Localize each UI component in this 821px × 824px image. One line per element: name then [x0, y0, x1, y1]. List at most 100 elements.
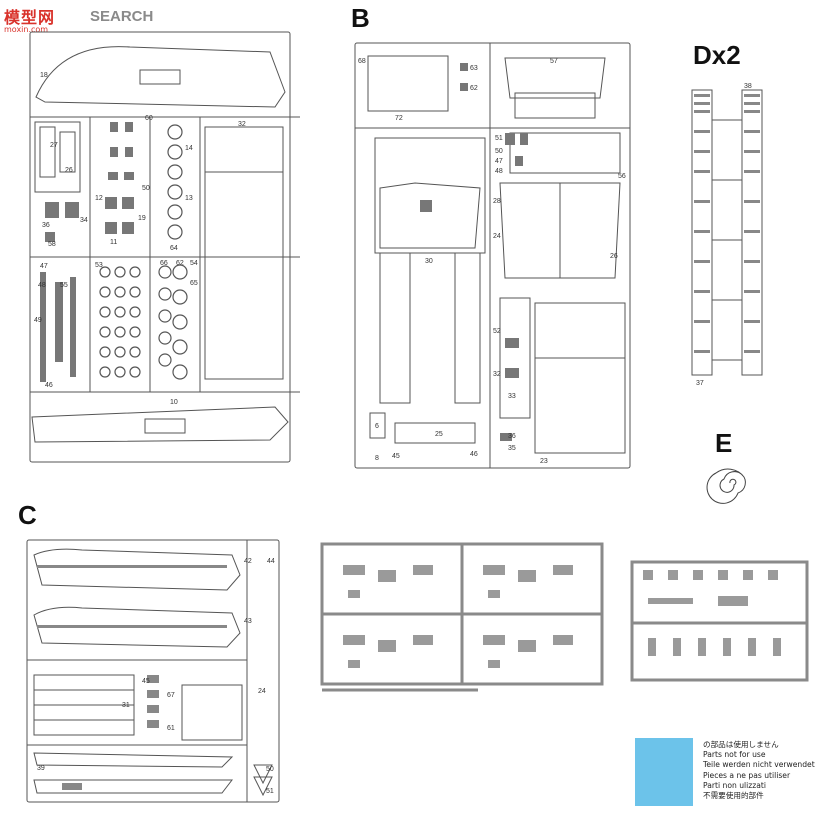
- part-number: 56: [618, 173, 626, 180]
- part-frame-26: [34, 121, 81, 193]
- part-number: 28: [493, 198, 501, 205]
- part-number: 34: [80, 217, 88, 224]
- unused-sprue-large: [320, 542, 604, 692]
- legend-line-en: Parts not for use: [703, 750, 766, 760]
- part-number: 43: [244, 618, 252, 625]
- part-number: 32: [238, 121, 246, 128]
- part-number: 31: [122, 702, 130, 709]
- road-wheels: [99, 124, 188, 380]
- sprue-a-diagram: 18 27 26 34 36 58 47 48 49 55 46 10 32 1…: [29, 31, 300, 463]
- legend-line-de: Teile werden nicht verwendet: [703, 760, 815, 770]
- watermark-text: SEARCH: [90, 8, 154, 25]
- part-number: 27: [50, 142, 58, 149]
- large-plate-32: [204, 126, 284, 380]
- legend-line-fr: Pieces a ne pas utiliser: [703, 770, 791, 780]
- part-number: 30: [425, 258, 433, 265]
- sprue-c-label: C: [18, 500, 37, 530]
- part-number: 10: [170, 399, 178, 406]
- part-number: 49: [34, 317, 42, 324]
- part-number: 50: [266, 766, 274, 773]
- sprue-a-frame: [29, 31, 291, 463]
- part-28-26: [499, 182, 621, 279]
- part-number: 36: [42, 222, 50, 229]
- part-25: [394, 422, 476, 444]
- part-number: 67: [167, 692, 175, 699]
- unused-sprue-small-frame: [630, 560, 809, 682]
- part-number: 13: [185, 195, 193, 202]
- part-number: 63: [470, 65, 478, 72]
- turret-part-24: [374, 137, 486, 254]
- part-number: 8: [375, 455, 379, 462]
- part-number: 55: [60, 282, 68, 289]
- sprue-b-diagram: 68 63 62 72 57 51 50 47 48 56 30 28 24 2…: [354, 42, 631, 469]
- unused-parts-swatch: [635, 738, 693, 806]
- track-run-right: [741, 89, 763, 376]
- part-number: 14: [185, 145, 193, 152]
- part-number: 44: [267, 558, 275, 565]
- part-number: 33: [508, 393, 516, 400]
- part-number: 35: [508, 445, 516, 452]
- part-57: [504, 57, 606, 99]
- sprue-d-diagram: 38 37: [691, 83, 763, 387]
- part-number: 46: [470, 451, 478, 458]
- part-number: 53: [95, 262, 103, 269]
- part-number: 72: [395, 115, 403, 122]
- plate-23: [534, 302, 626, 454]
- part-number: 46: [45, 382, 53, 389]
- part-number: 48: [38, 282, 46, 289]
- hull-side-part: [35, 46, 286, 108]
- part-56-sheet: [509, 132, 621, 174]
- part-number: 51: [266, 788, 274, 795]
- part-24: [181, 684, 243, 741]
- part-number: 36: [508, 433, 516, 440]
- part-number: 50: [495, 148, 503, 155]
- part-number: 26: [610, 253, 618, 260]
- legend-line-jp: の部品は使用しません: [703, 740, 779, 749]
- part-68-frame: [367, 55, 449, 112]
- part-number: 52: [493, 328, 501, 335]
- sprue-c-diagram: 42 43 44 45 67 61 24 31 39 50 51: [26, 539, 280, 803]
- sprue-d-label: Dx2: [693, 40, 741, 70]
- part-number: 65: [190, 280, 198, 287]
- hull-bottom-part: [31, 406, 289, 443]
- part-number: 45: [392, 453, 400, 460]
- watermark-url: moxin.com: [4, 25, 49, 34]
- part-number: 39: [37, 765, 45, 772]
- part-number: 60: [145, 115, 153, 122]
- part-number: 45: [142, 678, 150, 685]
- part-number: 19: [138, 215, 146, 222]
- part-number: 62: [470, 85, 478, 92]
- part-number: 11: [110, 239, 117, 246]
- watermark-logo: 模型网: [4, 8, 56, 27]
- watermark: 模型网 SEARCH moxin.com: [4, 4, 164, 34]
- part-number: 54: [190, 260, 198, 267]
- part-number: 18: [40, 72, 48, 79]
- part-number: 68: [358, 58, 366, 65]
- part-number: 47: [40, 263, 48, 270]
- part-number: 38: [744, 83, 752, 90]
- unused-sprue-small: [630, 560, 809, 682]
- part-50: [253, 764, 273, 785]
- part-number: 25: [435, 431, 443, 438]
- part-number: 37: [696, 380, 704, 387]
- part-number: 12: [95, 195, 103, 202]
- sprue-e-label: E: [715, 428, 733, 458]
- part-52: [499, 297, 531, 419]
- part-number: 48: [495, 168, 503, 175]
- side-skirt-lower: [33, 606, 241, 648]
- sprue-b-label: B: [351, 3, 370, 33]
- part-number: 51: [495, 135, 503, 142]
- track-run-left: [691, 89, 713, 376]
- part-number: 23: [540, 458, 548, 465]
- part-number: 57: [550, 58, 558, 65]
- legend-line-it: Parti non ulizzati: [703, 780, 766, 790]
- sprue-b-frame: [354, 42, 631, 469]
- part-number: 61: [167, 725, 175, 732]
- part-number: 26: [65, 167, 73, 174]
- part-39: [33, 752, 234, 768]
- part-number: 42: [244, 558, 252, 565]
- part-number: 47: [495, 158, 503, 165]
- part-number: 64: [170, 245, 178, 252]
- part-number: 62: [176, 260, 184, 267]
- part-number: 66: [160, 260, 168, 267]
